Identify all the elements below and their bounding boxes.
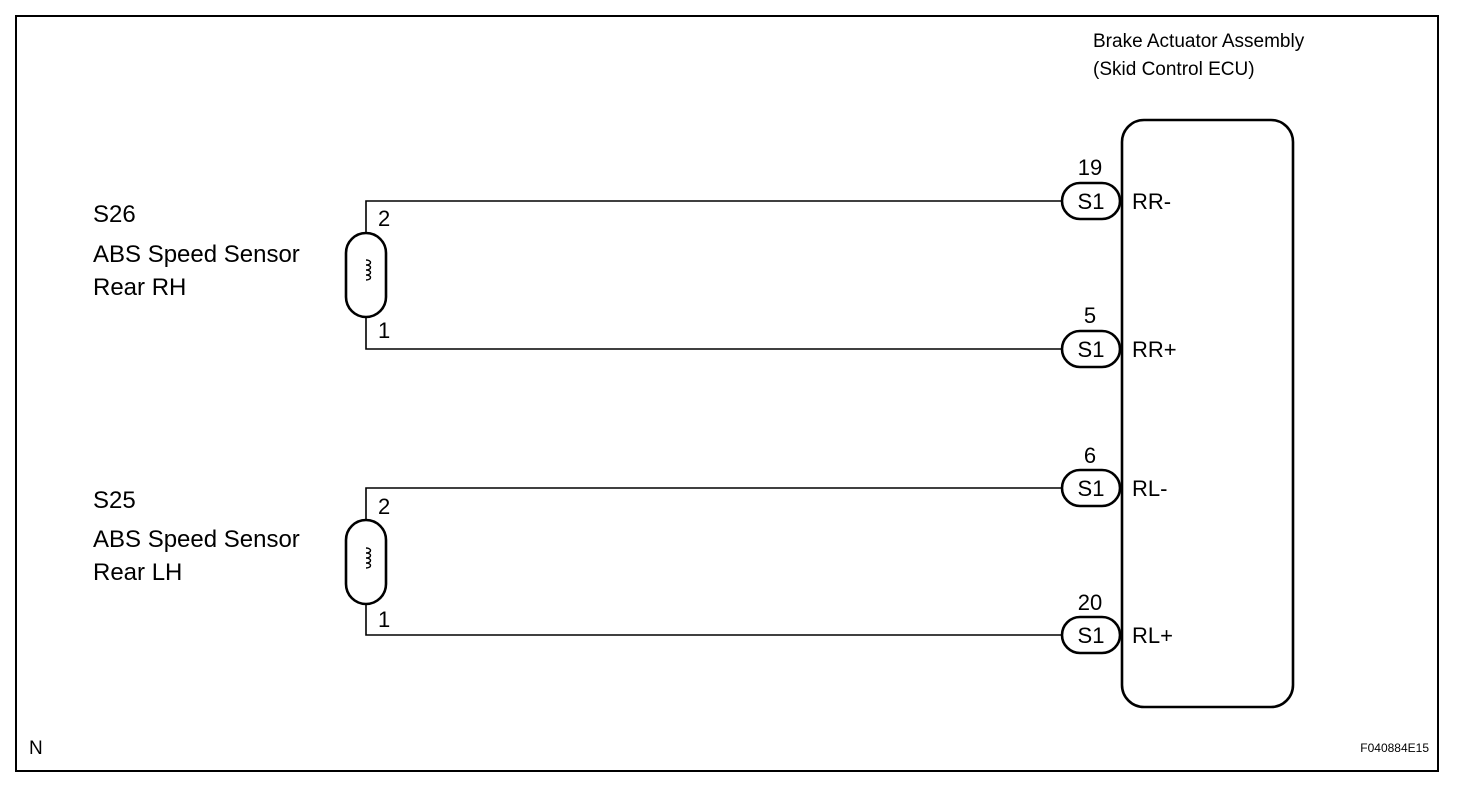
- sensor-body: [344, 518, 388, 606]
- sensor-code: S25: [93, 487, 136, 514]
- ecu-title-line1: Brake Actuator Assembly: [1093, 31, 1305, 52]
- sensor-name-line1: ABS Speed Sensor: [93, 526, 300, 553]
- connector-s1: [1060, 329, 1122, 369]
- sensor-name-line2: Rear LH: [93, 559, 182, 586]
- ecu-box: [1120, 118, 1295, 709]
- coil-icon: [365, 259, 372, 281]
- ecu-terminal-rr-plus: S1 5 RR+: [1060, 303, 1177, 369]
- wire-rr-plus: [365, 316, 1068, 350]
- wire-rl-plus: [365, 604, 1068, 636]
- pin-top: 2: [378, 206, 390, 231]
- sensor-name-line2: Rear RH: [93, 274, 186, 301]
- connector-s1: [1060, 468, 1122, 508]
- pin-bottom: 1: [378, 607, 390, 632]
- sensor-s25: S25 ABS Speed Sensor Rear LH 2 1: [93, 487, 390, 632]
- pin-number: 19: [1078, 155, 1102, 180]
- signal-label: RL+: [1132, 623, 1173, 648]
- connector-s1: [1060, 181, 1122, 221]
- signal-label: RR-: [1132, 189, 1171, 214]
- ecu-terminal-rl-plus: S1 20 RL+: [1060, 590, 1173, 655]
- figure-code: F040884E15: [1360, 741, 1429, 755]
- connector-label: S1: [1078, 337, 1105, 362]
- connector-label: S1: [1078, 623, 1105, 648]
- diagram-frame: [15, 15, 1439, 772]
- wire-rr-minus: [365, 200, 1068, 233]
- ecu-terminal-rr-minus: S1 19 RR-: [1060, 155, 1171, 221]
- pin-top: 2: [378, 494, 390, 519]
- connector-label: S1: [1078, 189, 1105, 214]
- pin-number: 20: [1078, 590, 1102, 615]
- wires: [365, 200, 1068, 636]
- pin-number: 6: [1084, 443, 1096, 468]
- pin-number: 5: [1084, 303, 1096, 328]
- footer-left-mark: N: [29, 738, 43, 759]
- signal-label: RL-: [1132, 476, 1167, 501]
- coil-icon: [365, 547, 372, 569]
- connector-label: S1: [1078, 476, 1105, 501]
- connector-s1: [1060, 615, 1122, 655]
- sensor-s26: S26 ABS Speed Sensor Rear RH 2 1: [93, 201, 390, 343]
- sensor-code: S26: [93, 201, 136, 228]
- ecu-terminal-rl-minus: S1 6 RL-: [1060, 443, 1167, 508]
- wire-rl-minus: [365, 487, 1068, 520]
- ecu-title-line2: (Skid Control ECU): [1093, 59, 1255, 80]
- signal-label: RR+: [1132, 337, 1177, 362]
- sensor-name-line1: ABS Speed Sensor: [93, 241, 300, 268]
- pin-bottom: 1: [378, 318, 390, 343]
